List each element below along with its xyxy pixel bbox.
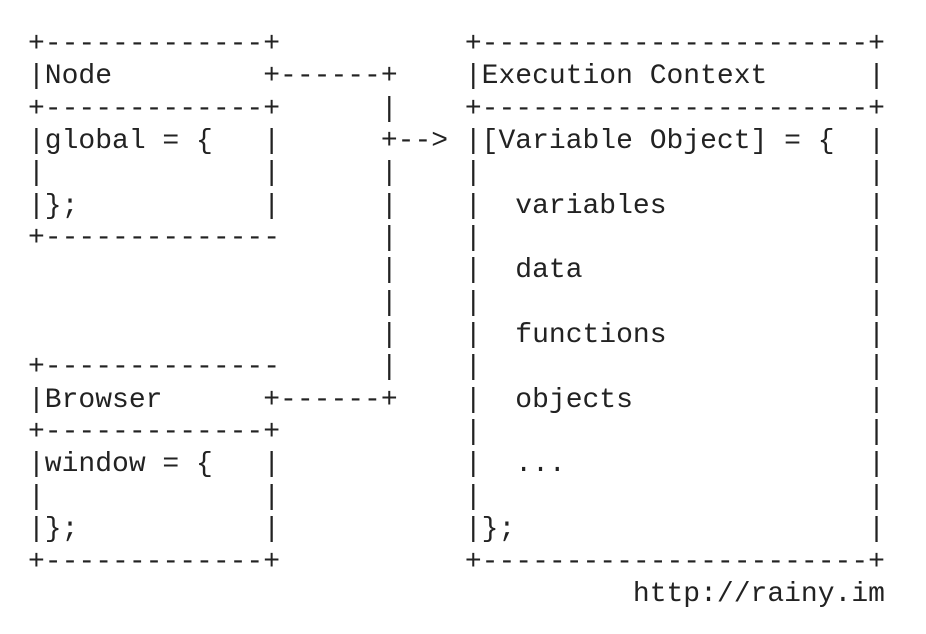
ascii-line-browser-body: | | | | — [28, 481, 885, 513]
ascii-line-browser-divider: +-------------+ | | — [28, 417, 885, 449]
ascii-line-functions: | | functions | — [28, 320, 885, 352]
ascii-line-bottom-borders: +-------------+ +-----------------------… — [28, 546, 885, 578]
ascii-line-browser-box-top: +-------------- | | | — [28, 352, 885, 384]
ascii-line-node-close-variables: |}; | | | variables | — [28, 190, 885, 222]
ascii-line-browser-title-objects: |Browser +------+ | objects | — [28, 384, 885, 416]
ascii-line-node-divider: +-------------+ | +---------------------… — [28, 93, 885, 125]
ascii-line-window-ellipsis: |window = { | | ... | — [28, 449, 885, 481]
ascii-line-data: | | data | — [28, 255, 885, 287]
ascii-line-closing-braces: |}; | |}; | — [28, 514, 885, 546]
ascii-line-node-body: | | | | | — [28, 158, 885, 190]
ascii-line-node-box-top: +-------------+ +-----------------------… — [28, 29, 885, 60]
execution-context-diagram: +-------------+ +-----------------------… — [28, 29, 885, 611]
ascii-line-node-box-bottom: +-------------- | | | — [28, 223, 885, 255]
ascii-line-node-title: |Node +------+ |Execution Context | — [28, 61, 885, 93]
ascii-line-global-and-arrow: |global = { | +--> |[Variable Object] = … — [28, 126, 885, 158]
source-url-line: http://rainy.im — [28, 578, 885, 610]
ascii-line-spacer: | | | — [28, 287, 885, 319]
